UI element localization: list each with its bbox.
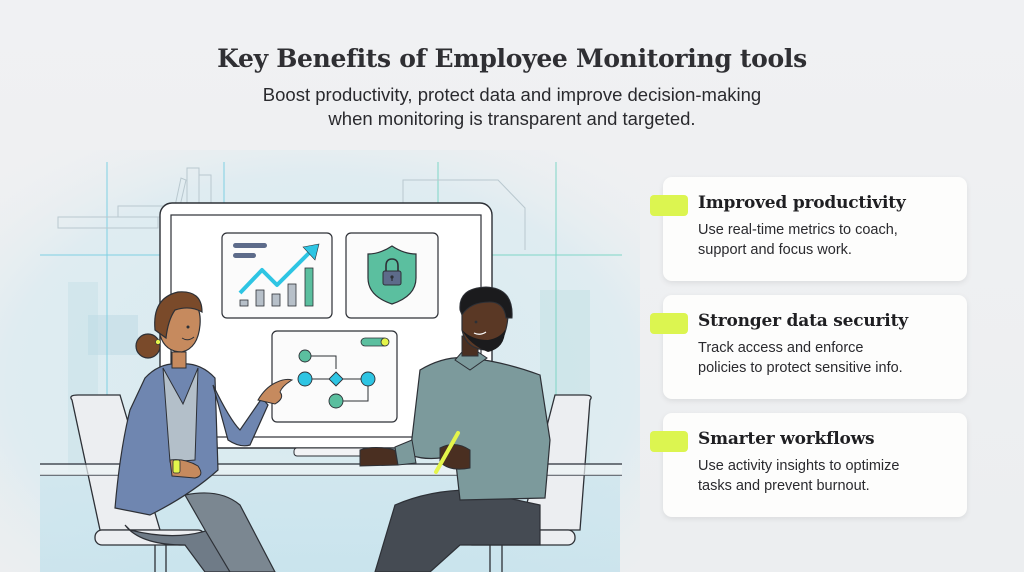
trending-up-icon <box>238 250 312 295</box>
benefit-description-line-1: Use real-time metrics to coach, <box>698 222 898 238</box>
lock-icon <box>385 258 399 272</box>
meeting-illustration <box>0 150 640 572</box>
benefit-title: Improved productivity <box>698 193 906 213</box>
benefit-description-line-2: policies to protect sensitive info. <box>698 360 903 376</box>
page-title: Key Benefits of Employee Monitoring tool… <box>217 44 807 73</box>
woman-presenting <box>114 291 294 572</box>
growth-chart-panel <box>221 232 333 319</box>
accent-marker <box>650 195 688 216</box>
security-panel <box>345 232 439 319</box>
benefit-card-workflows: Smarter workflows Use activity insights … <box>650 413 967 517</box>
benefit-card-productivity: Improved productivity Use real-time metr… <box>650 177 967 281</box>
accent-marker <box>650 431 688 452</box>
workflow-panel <box>271 330 398 423</box>
benefit-title: Stronger data security <box>698 311 908 331</box>
benefit-description: Track access and enforce policies to pro… <box>698 338 951 378</box>
page-subtitle: Boost productivity, protect data and imp… <box>0 83 1024 131</box>
benefit-description-line-2: support and focus work. <box>698 242 852 258</box>
accent-marker <box>650 313 688 334</box>
benefit-description-line-1: Use activity insights to optimize <box>698 458 900 474</box>
header: Key Benefits of Employee Monitoring tool… <box>0 44 1024 131</box>
man-listening <box>359 286 551 572</box>
benefit-card-security: Stronger data security Track access and … <box>650 295 967 399</box>
benefit-description-line-1: Track access and enforce <box>698 340 864 356</box>
benefit-title: Smarter workflows <box>698 429 875 449</box>
benefit-description: Use activity insights to optimize tasks … <box>698 456 951 496</box>
benefit-description: Use real-time metrics to coach, support … <box>698 220 951 260</box>
benefit-description-line-2: tasks and prevent burnout. <box>698 478 870 494</box>
benefits-list: Improved productivity Use real-time metr… <box>650 177 970 531</box>
subtitle-line-1: Boost productivity, protect data and imp… <box>262 84 762 105</box>
subtitle-line-2: when monitoring is transparent and targe… <box>328 108 696 129</box>
